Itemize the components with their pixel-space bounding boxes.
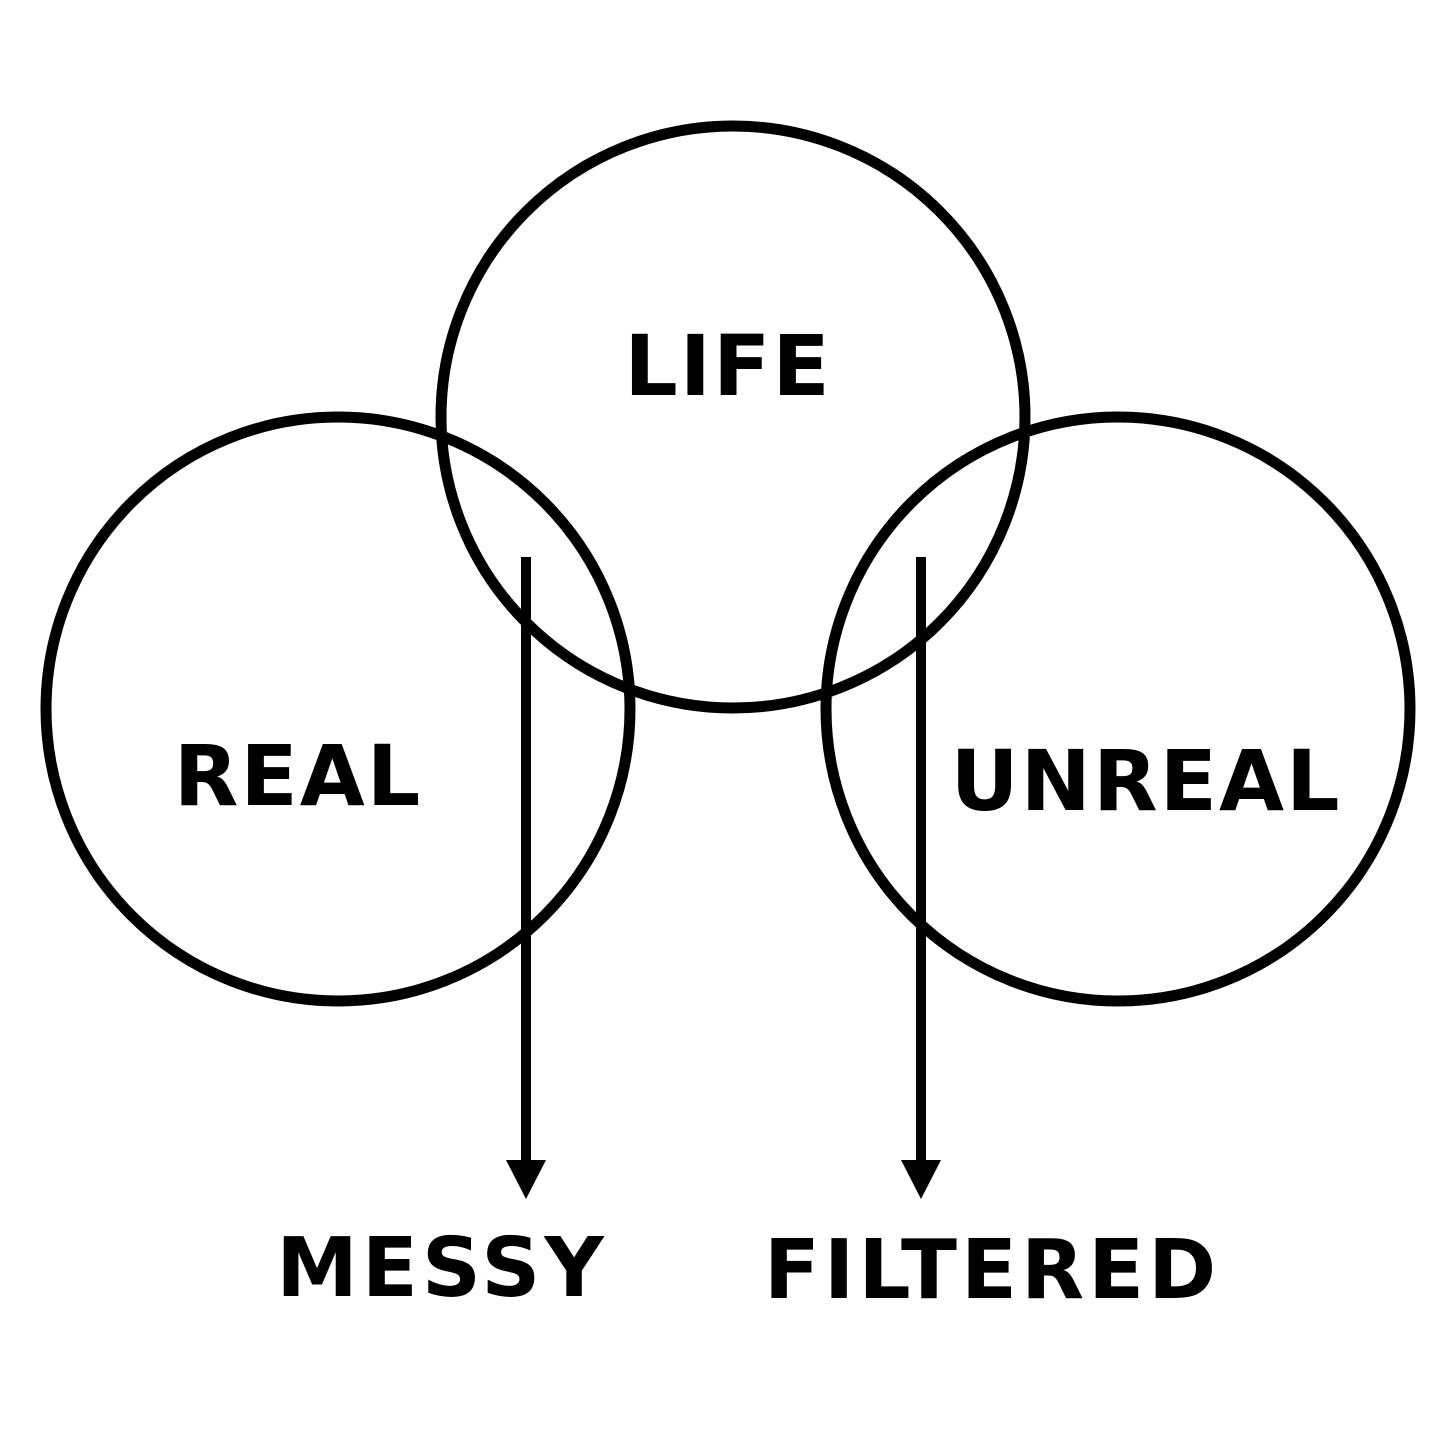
messy-label: MESSY [276, 1221, 607, 1316]
filtered-label: FILTERED [764, 1223, 1220, 1318]
real-label: REAL [174, 727, 423, 825]
life-label: LIFE [624, 317, 832, 415]
unreal-label: UNREAL [950, 732, 1341, 830]
unreal-circle [820, 411, 1416, 1007]
life-circle [435, 120, 1031, 714]
messy-arrow [506, 557, 546, 1199]
filtered-arrow [901, 557, 941, 1199]
filtered-arrow-head [901, 1160, 941, 1199]
messy-arrow-head [506, 1160, 546, 1199]
real-circle [40, 411, 636, 1007]
